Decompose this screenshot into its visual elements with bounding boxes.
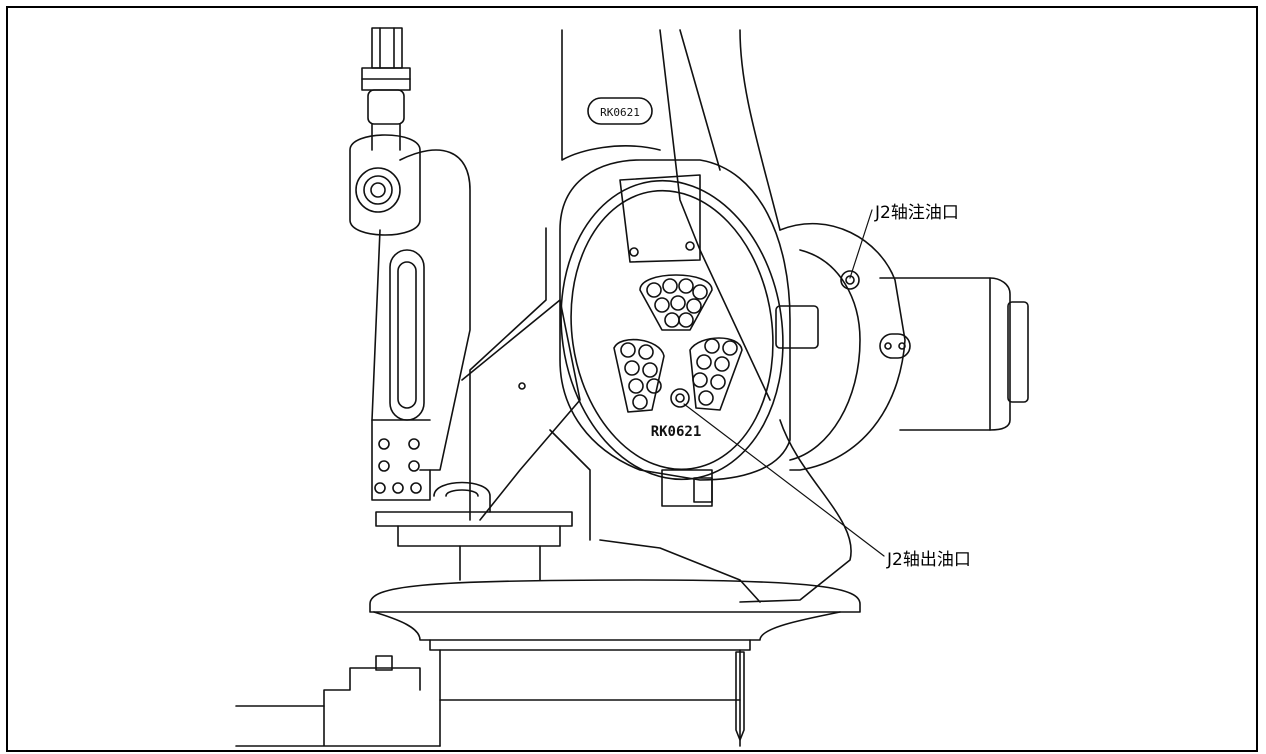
j1-base	[369, 419, 861, 747]
oil-outlet-label: J2轴出油口	[887, 550, 971, 570]
lower-arm: RK0621	[561, 29, 781, 401]
j2-motor	[879, 277, 1029, 431]
j2-reducer	[775, 222, 911, 471]
balancer-bracket	[349, 134, 471, 501]
cover-plate-text: RK0621	[651, 424, 702, 440]
bolt-cluster-top	[639, 274, 713, 331]
leader-lines	[683, 209, 885, 557]
oil-outlet-plug	[670, 388, 690, 408]
j2-joint-housing: RK0621	[559, 159, 791, 507]
diagram-frame	[6, 6, 1258, 752]
oil-outlet-leader	[683, 403, 885, 557]
bracket-holes	[374, 438, 422, 494]
lower-left-frame	[235, 481, 573, 747]
base-column	[461, 227, 591, 541]
oil-inlet-leader	[849, 209, 873, 279]
bolt-cluster-right	[689, 337, 743, 411]
bolt-cluster-left	[613, 338, 665, 413]
top-plate-text: RK0621	[600, 106, 640, 119]
hose-fitting	[361, 27, 411, 151]
oil-inlet-label: J2轴注油口	[875, 203, 959, 223]
